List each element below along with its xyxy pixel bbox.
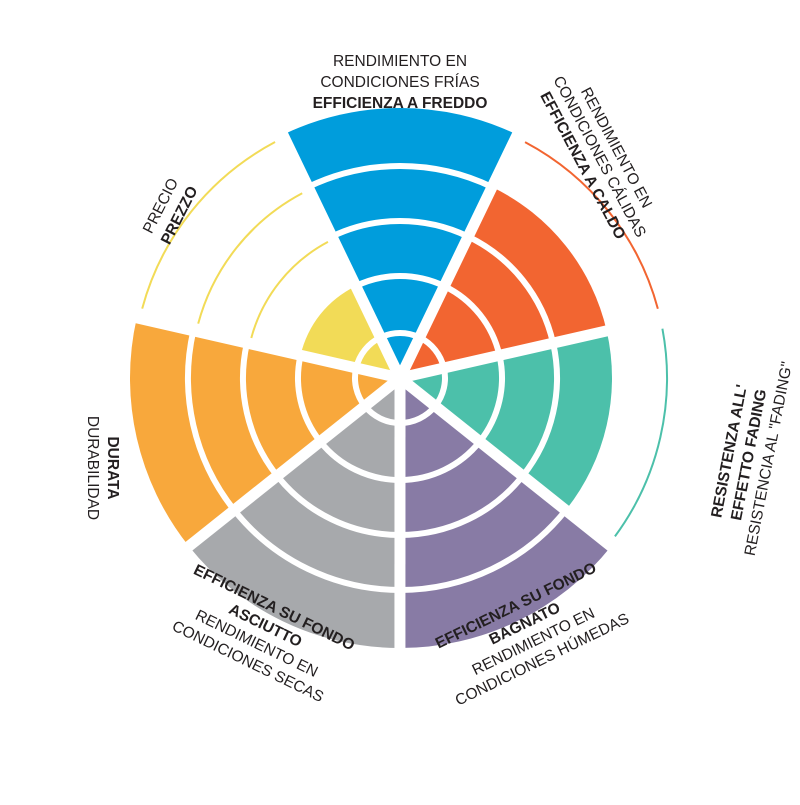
sector-durability-label-line-2: DURABILIDAD bbox=[84, 416, 101, 520]
sector-cold-label-line-3: EFFICIENZA A FREDDO bbox=[313, 95, 488, 112]
sector-cold-label-line-1: RENDIMIENTO EN bbox=[333, 53, 467, 70]
sector-durability-label-line-1: DURATA bbox=[104, 436, 121, 499]
sector-cold-label-line-2: CONDICIONES FRÍAS bbox=[320, 74, 479, 91]
sector-price-outline-5 bbox=[142, 142, 275, 309]
sector-label-cold: RENDIMIENTO EN CONDICIONES FRÍAS EFFICIENZ… bbox=[313, 53, 488, 112]
sector-label-fading: RESISTENZA ALL'EFFETTO FADINGRESISTENCIA… bbox=[702, 353, 796, 558]
sector-price-outline-4 bbox=[198, 193, 302, 323]
sector-fading-outline-5 bbox=[615, 329, 667, 537]
